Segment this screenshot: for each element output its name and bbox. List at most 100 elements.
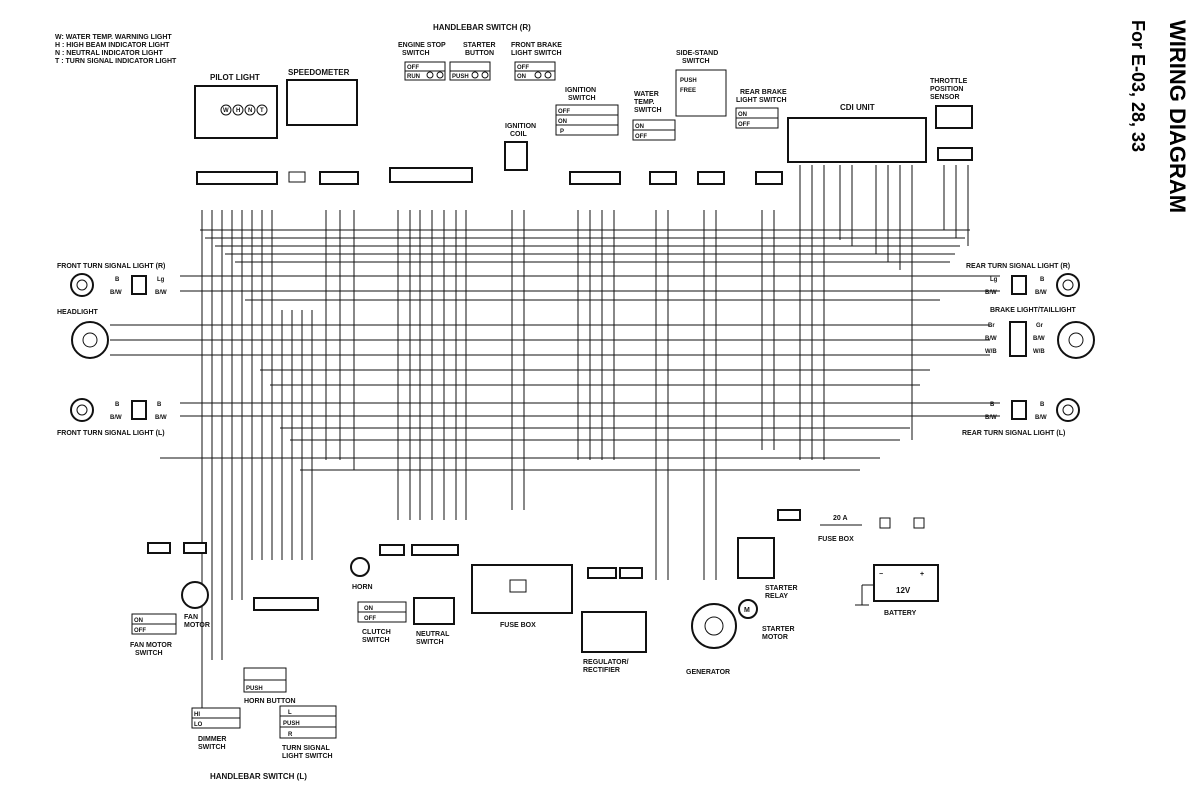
svg-text:HI: HI <box>194 712 200 718</box>
svg-text:OFF: OFF <box>517 65 529 71</box>
svg-text:W/B: W/B <box>985 349 997 355</box>
harness-verticals <box>201 165 969 720</box>
svg-text:SWITCH: SWITCH <box>568 95 596 102</box>
svg-text:FAN MOTOR: FAN MOTOR <box>130 642 172 649</box>
svg-text:SWITCH: SWITCH <box>198 744 226 751</box>
main-fuse: 20 A FUSE BOX <box>818 515 862 543</box>
svg-text:B/W: B/W <box>985 415 997 421</box>
front-turn-l-lamp: B B B/W B/W <box>70 398 167 422</box>
starter-motor: M STARTER MOTOR <box>738 599 795 641</box>
svg-text:ON: ON <box>517 74 526 80</box>
svg-text:B/W: B/W <box>985 336 997 342</box>
svg-text:P: P <box>560 129 564 135</box>
handlebar-l-connector <box>253 597 319 611</box>
svg-text:RELAY: RELAY <box>765 593 788 600</box>
svg-text:RECTIFIER: RECTIFIER <box>583 667 620 674</box>
svg-text:LIGHT SWITCH: LIGHT SWITCH <box>736 97 787 104</box>
front-brake-switch: FRONT BRAKE LIGHT SWITCH OFF ON <box>511 42 562 81</box>
svg-text:HORN: HORN <box>352 584 373 591</box>
battery: − + 12V BATTERY <box>873 564 939 617</box>
svg-text:CLUTCH: CLUTCH <box>362 629 391 636</box>
speedo-connector-2 <box>319 171 359 185</box>
svg-text:B/W: B/W <box>1035 415 1047 421</box>
svg-text:ON: ON <box>558 119 567 125</box>
starter-button: STARTER BUTTON PUSH <box>449 42 496 81</box>
svg-text:R: R <box>288 732 293 738</box>
handlebar-switch-r-label: HANDLEBAR SWITCH (R) <box>433 23 531 32</box>
svg-text:FRONT BRAKE: FRONT BRAKE <box>511 42 562 49</box>
svg-text:Lg: Lg <box>990 277 998 283</box>
turn-signal-switch: L PUSH R TURN SIGNAL LIGHT SWITCH <box>279 705 337 760</box>
cdi-unit <box>787 117 927 163</box>
legend-line-4: T : TURN SIGNAL INDICATOR LIGHT <box>55 58 177 65</box>
starter-relay: STARTER RELAY <box>737 537 798 600</box>
rear-brake-connector <box>755 171 783 185</box>
svg-text:ON: ON <box>134 618 143 624</box>
svg-text:LO: LO <box>194 722 203 728</box>
front-turn-r-lamp: B Lg B/W B/W <box>70 273 167 297</box>
throttle-sensor-label: THROTTLE <box>930 78 968 85</box>
svg-text:LIGHT SWITCH: LIGHT SWITCH <box>282 753 333 760</box>
svg-text:STARTER: STARTER <box>762 626 795 633</box>
svg-text:STARTER: STARTER <box>463 42 496 49</box>
svg-text:SENSOR: SENSOR <box>930 94 960 101</box>
svg-text:ON: ON <box>738 112 747 118</box>
svg-text:W: W <box>223 108 229 114</box>
svg-text:OFF: OFF <box>364 616 376 622</box>
svg-text:MOTOR: MOTOR <box>762 634 788 641</box>
water-temp-label: WATER <box>634 91 659 98</box>
svg-text:OFF: OFF <box>738 122 750 128</box>
svg-text:SWITCH: SWITCH <box>682 58 710 65</box>
svg-text:STARTER: STARTER <box>765 585 798 592</box>
svg-text:FUSE BOX: FUSE BOX <box>818 536 854 543</box>
svg-text:SWITCH: SWITCH <box>634 107 662 114</box>
svg-text:+: + <box>920 571 924 578</box>
svg-text:HORN BUTTON: HORN BUTTON <box>244 698 296 705</box>
svg-text:B: B <box>1040 402 1045 408</box>
svg-text:B: B <box>990 402 995 408</box>
ignition-connector <box>569 171 621 185</box>
legend-line-3: N : NEUTRAL INDICATOR LIGHT <box>55 50 163 57</box>
svg-text:B/W: B/W <box>110 415 122 421</box>
svg-text:MOTOR: MOTOR <box>184 622 210 629</box>
rear-brake-label: REAR BRAKE <box>740 89 787 96</box>
svg-text:B: B <box>115 402 120 408</box>
fan-connector-2 <box>183 542 207 554</box>
ignition-switch-label: IGNITION <box>565 87 596 94</box>
svg-text:B: B <box>157 402 162 408</box>
svg-text:12V: 12V <box>896 586 911 595</box>
svg-text:M: M <box>744 607 750 614</box>
svg-text:SWITCH: SWITCH <box>362 637 390 644</box>
pilot-connector <box>196 171 278 185</box>
battery-connector-1 <box>879 517 891 529</box>
svg-text:SWITCH: SWITCH <box>416 639 444 646</box>
svg-text:BUTTON: BUTTON <box>465 50 494 57</box>
svg-text:20 A: 20 A <box>833 515 848 522</box>
svg-text:FUSE BOX: FUSE BOX <box>500 622 536 629</box>
reg-connector-2 <box>619 567 643 579</box>
front-turn-r-label: FRONT TURN SIGNAL LIGHT (R) <box>57 263 165 270</box>
speedometer <box>286 79 358 126</box>
harness-wires <box>110 229 1000 471</box>
throttle-sensor <box>935 105 973 129</box>
svg-text:OFF: OFF <box>407 65 419 71</box>
svg-text:B/W: B/W <box>1033 336 1045 342</box>
side-stand-connector <box>697 171 725 185</box>
speedo-connector-1 <box>288 171 306 183</box>
clutch-switch: ON OFF CLUTCH SWITCH <box>357 601 407 644</box>
svg-text:B/W: B/W <box>985 290 997 296</box>
handlebar-r-connector <box>389 167 473 183</box>
svg-text:H: H <box>236 108 240 114</box>
svg-text:OFF: OFF <box>558 109 570 115</box>
svg-text:Br: Br <box>988 323 995 329</box>
svg-text:NEUTRAL: NEUTRAL <box>416 631 450 638</box>
regulator-rectifier: REGULATOR/ RECTIFIER <box>581 611 647 674</box>
svg-text:B/W: B/W <box>155 415 167 421</box>
svg-text:TURN SIGNAL: TURN SIGNAL <box>282 745 331 752</box>
relay-connector <box>777 509 801 521</box>
neutral-switch: NEUTRAL SWITCH <box>413 597 455 646</box>
dimmer-switch: HI LO DIMMER SWITCH <box>191 707 241 751</box>
svg-text:B: B <box>1040 277 1045 283</box>
svg-text:PUSH: PUSH <box>283 721 300 727</box>
svg-text:REGULATOR/: REGULATOR/ <box>583 659 629 666</box>
